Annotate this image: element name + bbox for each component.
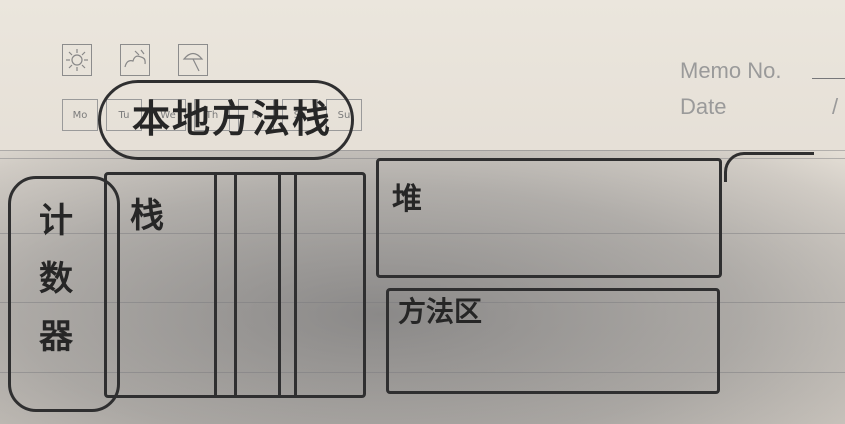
stack-divider (278, 172, 281, 398)
rain-icon (178, 44, 208, 76)
weekday-box: Mo (62, 99, 98, 131)
partial-box (724, 152, 814, 182)
stack-divider (234, 172, 237, 398)
notebook-line (0, 233, 845, 234)
stack-divider (294, 172, 297, 398)
notebook-line (0, 372, 845, 373)
date-label: Date (680, 94, 727, 119)
method-area-label: 方法区 (398, 295, 483, 328)
sketch-title: 本地方法栈 (132, 97, 333, 141)
title-oval (98, 80, 354, 160)
stack-divider (214, 172, 217, 398)
double-rule-top (0, 150, 845, 151)
cloudy-icon (120, 44, 150, 76)
memo-label: Memo No. (680, 58, 782, 83)
method-area-box (386, 288, 720, 394)
heap-box (376, 158, 722, 278)
counter-oval (8, 176, 120, 412)
counter-label: 计数器 (39, 201, 73, 357)
weekday-box: We (150, 99, 186, 131)
memo-underline (812, 78, 845, 79)
stack-label: 栈 (130, 196, 164, 236)
sun-icon (62, 44, 92, 76)
heap-label: 堆 (392, 182, 422, 217)
weekday-box: Th (194, 99, 230, 131)
notebook-line (0, 302, 845, 303)
weekday-box: Fr (238, 99, 274, 131)
date-separator: / (832, 94, 839, 119)
